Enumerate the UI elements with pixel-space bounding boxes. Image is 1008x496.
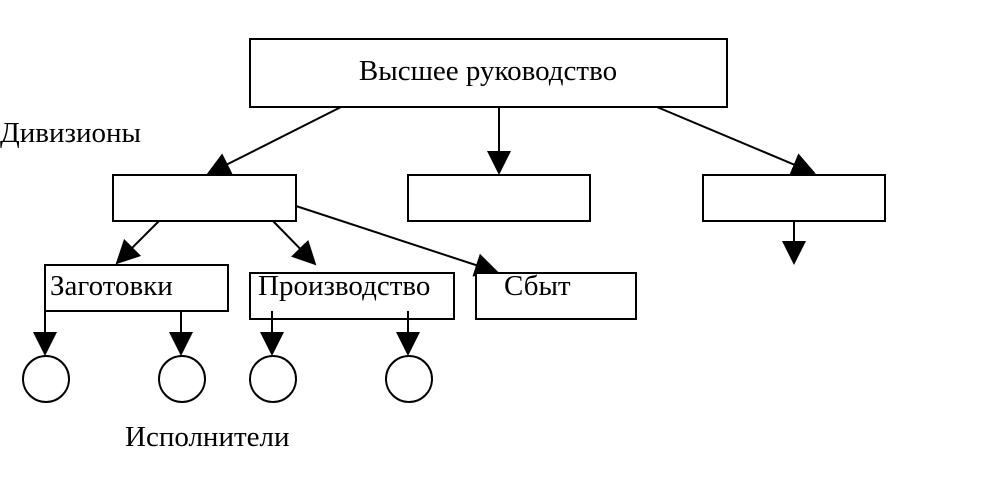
divisions-label: Дивизионы	[0, 117, 141, 149]
executor-node	[385, 355, 433, 403]
arrow-top-to-right-division	[656, 106, 816, 176]
executor-node	[22, 355, 70, 403]
division-box-center	[407, 174, 591, 222]
division-box-right	[702, 174, 886, 222]
top-management-label: Высшее руководство	[359, 55, 617, 87]
zagotovki-label: Заготовки	[50, 270, 173, 302]
division-box-left	[112, 174, 297, 222]
arrow-division-to-zagotovki	[115, 220, 160, 265]
executor-node	[249, 355, 297, 403]
proizvodstvo-label: Производство	[258, 270, 430, 302]
arrow-division-to-sbyt	[295, 205, 499, 277]
arrow-division-to-proizvodstvo	[272, 220, 317, 266]
executors-label: Исполнители	[125, 421, 290, 453]
arrow-top-to-left-division	[206, 106, 342, 175]
top-management-box	[249, 38, 728, 108]
zagotovki-box	[44, 264, 229, 312]
proizvodstvo-box	[249, 272, 455, 320]
executor-node	[158, 355, 206, 403]
sbyt-box	[475, 272, 637, 320]
sbyt-label: Сбыт	[504, 270, 571, 302]
